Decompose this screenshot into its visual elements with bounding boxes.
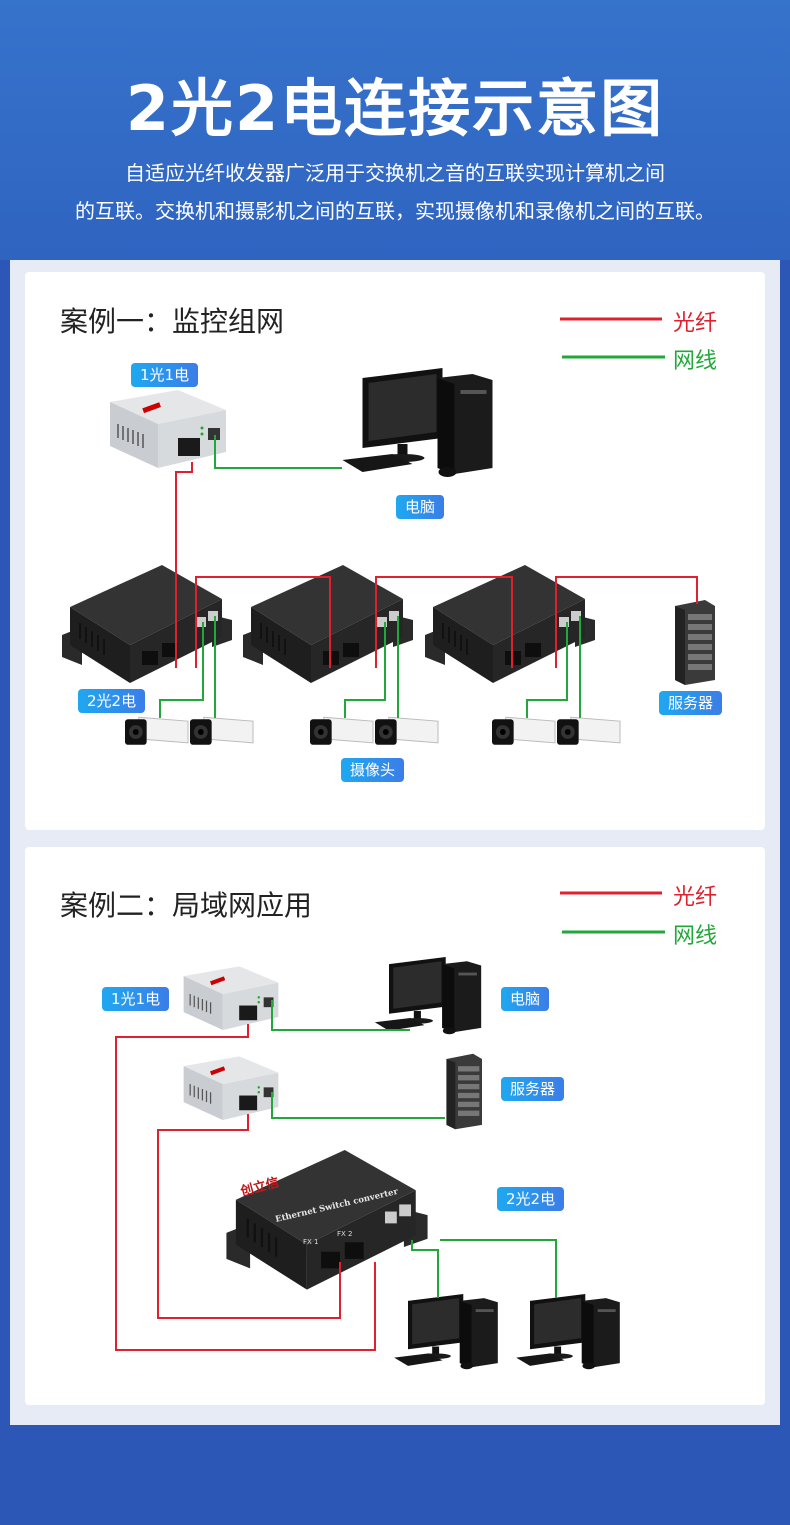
server-device (675, 600, 715, 685)
camera-badge: 摄像头 (341, 758, 405, 782)
pc-badge: 电脑 (501, 987, 550, 1011)
description-line-1: 自适应光纤收发器广泛用于交换机之音的互联实现计算机之间 (125, 161, 665, 185)
legend-cable-label: 网线 (673, 924, 718, 949)
server-badge: 服务器 (659, 691, 723, 715)
fiber-lines-case1 (175, 462, 698, 668)
fx1-port-label: FX 1 (303, 1238, 319, 1246)
computer-device (374, 957, 482, 1035)
legend-fiber-label: 光纤 (673, 885, 718, 910)
switch-device-1 (62, 565, 232, 684)
case1-title: 案例一：监控组网 (60, 305, 285, 338)
switch-badge: 2光2电 (78, 689, 146, 713)
camera-device (310, 716, 374, 746)
fiber-lines-case2 (115, 1024, 376, 1351)
converter-badge: 1光1电 (102, 987, 170, 1011)
page-title: 2光2电连接示意图 (125, 72, 665, 145)
server-badge: 服务器 (501, 1077, 565, 1101)
legend-fiber-label: 光纤 (673, 311, 718, 336)
converter-device-2 (183, 1056, 279, 1121)
computer-device-2 (394, 1294, 498, 1370)
server-device (446, 1053, 482, 1130)
computer-device (342, 368, 493, 477)
legend-cable-label: 网线 (673, 349, 718, 374)
switch-badge: 2光2电 (497, 1187, 565, 1211)
computer-device-3 (516, 1294, 620, 1370)
camera-device (492, 716, 556, 746)
switch-device-2 (243, 565, 413, 684)
description-line-2: 的互联。交换机和摄影机之间的互联，实现摄像机和录像机之间的互联。 (75, 199, 715, 223)
converter-device (109, 390, 227, 469)
case2-card (25, 847, 765, 1405)
camera-device (125, 716, 189, 746)
case2-title: 案例二：局域网应用 (60, 889, 313, 922)
header-banner (0, 0, 790, 260)
pc-badge: 电脑 (396, 495, 445, 519)
camera-device (557, 716, 621, 746)
cable-lines-case1 (159, 435, 581, 718)
converter-device (183, 966, 279, 1031)
cable-lines-case2 (271, 1000, 557, 1298)
camera-device (375, 716, 439, 746)
converter-badge: 1光1电 (131, 363, 199, 387)
switch-device-3 (425, 565, 595, 684)
switch-device (224, 1150, 430, 1292)
fx2-port-label: FX 2 (337, 1230, 353, 1238)
camera-device (190, 716, 254, 746)
